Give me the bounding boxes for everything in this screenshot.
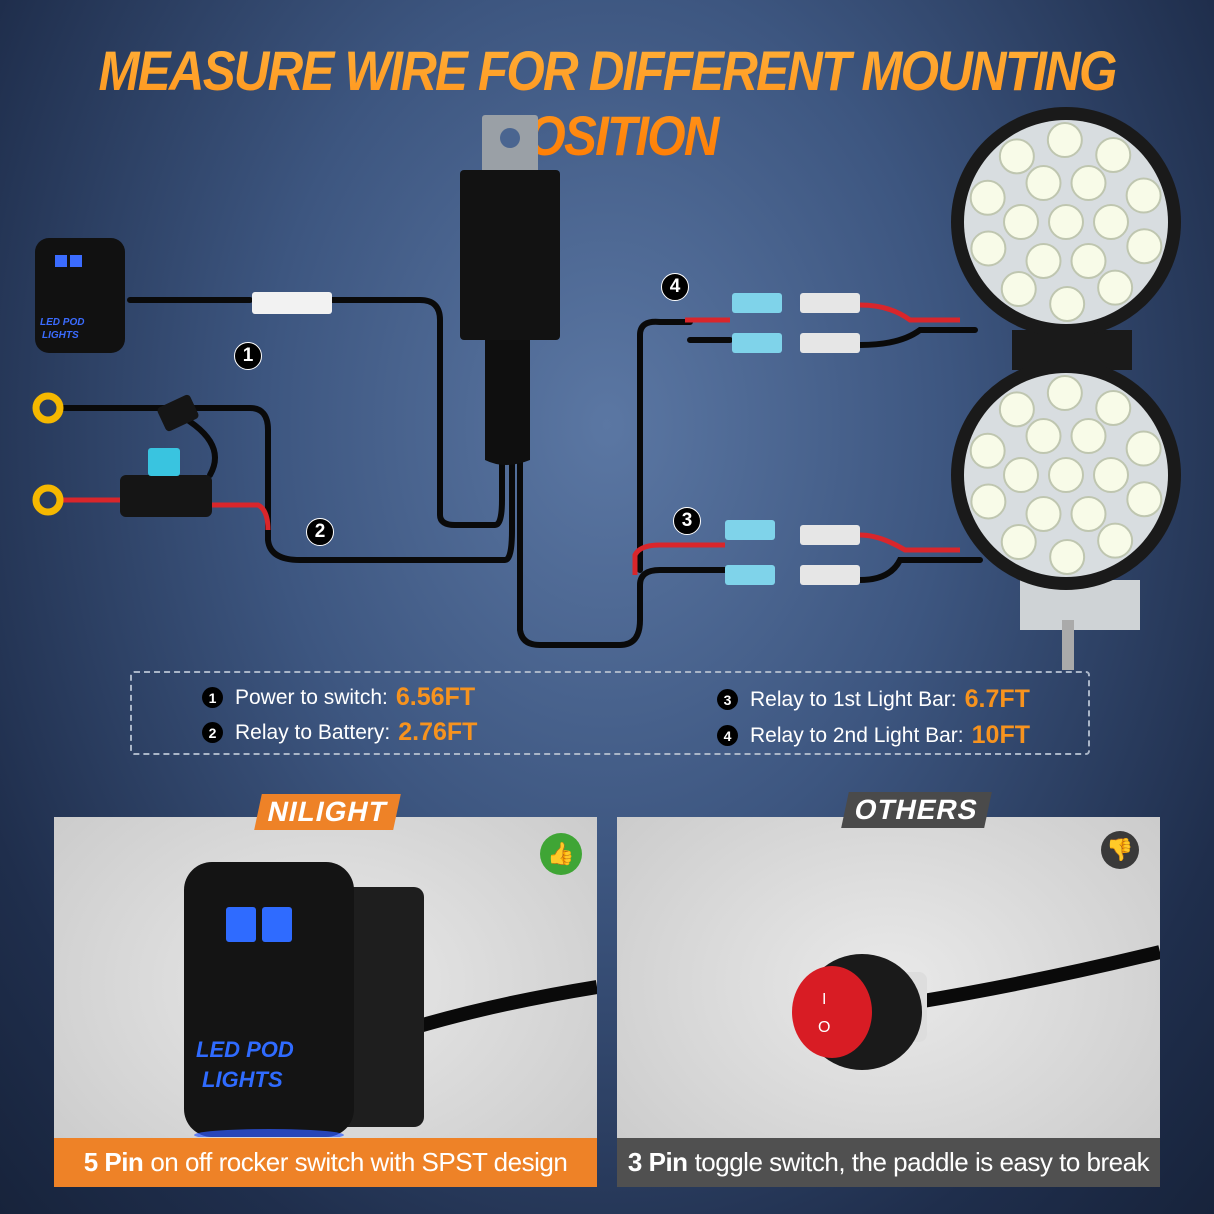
led-chip [1125,177,1162,214]
svg-text:LED POD: LED POD [196,1037,294,1062]
legend-number: 1 [202,687,223,708]
led-chip [1070,242,1107,279]
led-chip [1097,522,1134,559]
legend-value: 6.56FT [395,683,476,711]
legend-item: 4 Relay to 2nd Light Bar: 10FT [717,721,1030,750]
diagram-number-2: 2 [306,518,334,546]
led-chip [1049,285,1086,322]
light2-wire [637,318,733,573]
led-chip [1000,271,1037,308]
legend-label: Relay to Battery: [235,720,391,744]
led-chip [1048,204,1084,240]
page-title: MEASURE WIRE FOR DIFFERENT MOUNTING POSI… [73,38,1141,168]
led-chip [1070,418,1107,455]
legend-value: 2.76FT [398,718,478,746]
wiring-diagram: LED POD LIGHTS [32,107,1181,670]
diagram-number-1: 1 [234,342,262,370]
legend-number: 3 [717,689,738,710]
others-tag: OTHERS [841,792,992,828]
legend-label: Relay to 1st Light Bar: [750,687,957,711]
ring-terminal-icon [32,392,64,424]
led-chip [1126,481,1163,518]
fuse-holder-icon [120,475,212,517]
led-chip [998,138,1035,175]
led-chip [1025,495,1062,532]
led-chip [1093,457,1129,493]
wire-length-legend: 1 Power to switch: 6.56FT 2 Relay to Batter… [130,671,1090,755]
led-chip [1003,457,1039,493]
relay-icon [460,170,560,340]
legend-item: 1 Power to switch: 6.56FT [202,683,475,712]
led-chip [1025,242,1062,279]
legend-label: Relay to 2nd Light Bar: [750,723,964,747]
male-connectors [800,293,860,585]
led-chip [1125,430,1162,467]
led-chip [1025,165,1062,202]
legend-item: 3 Relay to 1st Light Bar: 6.7FT [717,685,1030,714]
caption-text: toggle switch, the paddle is easy to bre… [694,1147,1150,1177]
legend-number: 2 [202,722,223,743]
toggle-switch-icon: I O [792,945,1160,1070]
caption-text: on off rocker switch with SPST design [150,1147,568,1177]
rocker-switch-small-icon: LED POD LIGHTS [35,238,125,353]
led-chip [1095,389,1132,426]
led-chip [1049,538,1086,575]
led-chip [1070,495,1107,532]
legend-item: 2 Relay to Battery: 2.76FT [202,718,477,747]
legend-value: 10FT [971,721,1030,749]
caption-bold: 3 Pin [627,1147,688,1177]
diagram-number-3: 3 [673,507,701,535]
ring-terminal-icon [32,484,64,516]
thumbs-down-icon: 👎 [1101,831,1139,869]
light1-wire [517,457,733,648]
led-chip [1003,204,1039,240]
led-chip [1048,457,1084,493]
red-wire-4 [685,302,960,323]
plug-connector-icon [252,292,332,314]
thumbs-up-icon: 👍 [540,833,582,875]
svg-text:I: I [822,991,826,1008]
led-chip [998,391,1035,428]
svg-text:LED POD: LED POD [40,317,84,328]
led-chip [1046,122,1083,159]
svg-text:O: O [818,1019,830,1036]
led-chip [969,432,1006,469]
led-chip [969,179,1006,216]
female-connectors [725,293,782,585]
legend-value: 6.7FT [964,685,1030,713]
led-chip [1046,375,1083,412]
red-wire-3 [632,532,960,575]
battery-wire [57,405,515,563]
svg-text:LIGHTS: LIGHTS [202,1067,283,1092]
svg-text:LIGHTS: LIGHTS [42,330,79,341]
switch-wire [127,297,505,528]
led-chip [970,483,1007,520]
led-chip [1093,204,1129,240]
led-chip [1097,269,1134,306]
led-chip [1025,418,1062,455]
led-chip [1000,524,1037,561]
red-wire-battery [60,497,271,531]
led-chip [970,230,1007,267]
rocker-switch-icon: LED POD LIGHTS [184,862,597,1137]
led-chip [1126,228,1163,265]
led-chip [1095,136,1132,173]
legend-label: Power to switch: [235,685,388,709]
legend-number: 4 [717,725,738,746]
fuse-icon [148,448,180,476]
caption-bold: 5 Pin [83,1147,144,1177]
nilight-tag: NILIGHT [254,794,401,830]
diagram-number-4: 4 [661,273,689,301]
led-chip [1070,165,1107,202]
